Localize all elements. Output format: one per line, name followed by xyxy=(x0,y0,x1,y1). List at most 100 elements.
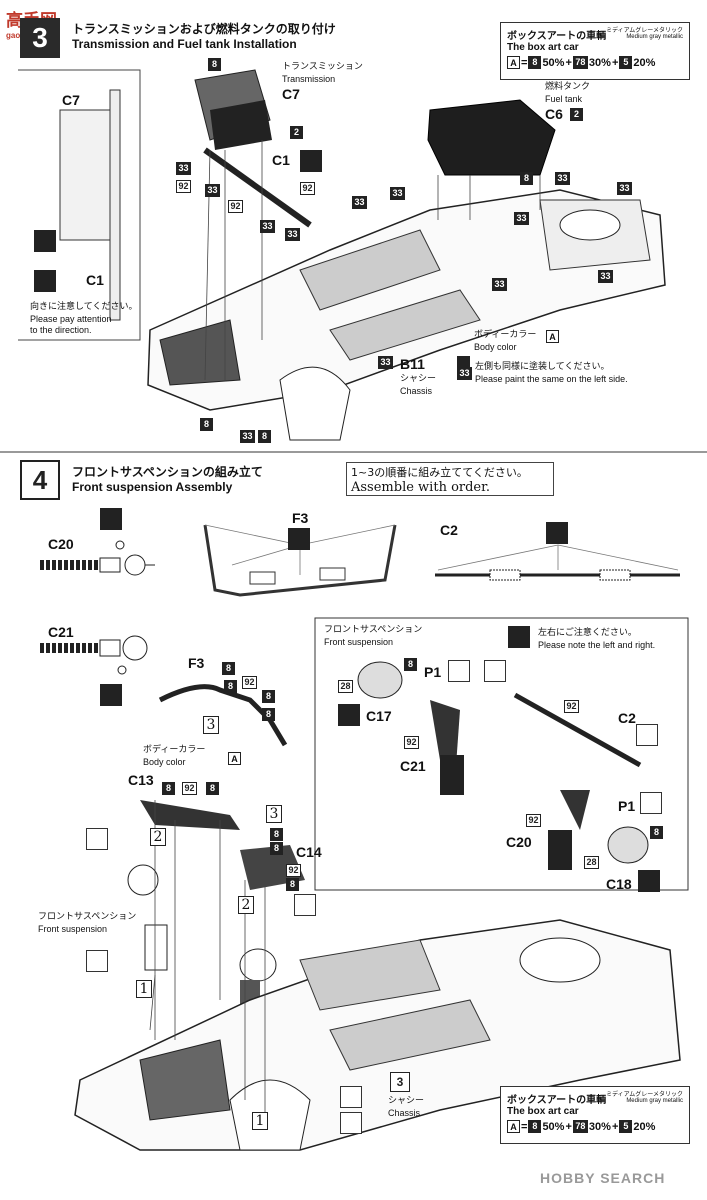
part-c6: C6 xyxy=(545,106,563,122)
fuel-tank-label-en: Fuel tank xyxy=(545,94,583,104)
color-code-78: 78 xyxy=(572,56,588,69)
code-33-c: 33 xyxy=(260,220,275,233)
box-art-note-jp-b: ミディアムグレーメタリック xyxy=(606,1091,684,1098)
paint-icon-c21 xyxy=(100,684,122,706)
part-c14: C14 xyxy=(296,844,322,860)
code-2-fuel-tank: 2 xyxy=(570,108,583,121)
no-cement-icon-b xyxy=(294,894,316,916)
box-art-note-en: Medium gray metallic xyxy=(626,34,683,40)
paint-icon-c2 xyxy=(546,522,568,544)
code-92-inset-b: 92 xyxy=(404,736,419,749)
chassis-label-en-step4: Chassis xyxy=(388,1108,421,1118)
formula-equals: = xyxy=(521,56,528,69)
step-3-title-jp: トランスミッションおよび燃料タンクの取り付け xyxy=(72,22,336,36)
code-8-c18: 8 xyxy=(650,826,663,839)
color-code-78-b: 78 xyxy=(572,1120,588,1133)
code-8-f3-a: 8 xyxy=(222,662,235,675)
code-8-transmission: 8 xyxy=(208,58,221,71)
left-side-note-jp: 左側も同様に塗装してください。 xyxy=(475,362,610,372)
part-c7-main: C7 xyxy=(282,86,300,102)
no-cement-icon-d xyxy=(484,660,506,682)
formula-pct-3-b: 20% xyxy=(633,1120,656,1133)
code-8-c13-b: 8 xyxy=(206,782,219,795)
direction-note-en-1: Please pay attention xyxy=(30,314,112,324)
body-color-en: Body color xyxy=(474,342,517,352)
part-b11: B11 xyxy=(400,356,425,372)
left-side-note-en: Please paint the same on the left side. xyxy=(475,374,628,384)
code-92-c: 92 xyxy=(300,182,315,195)
box-art-car-panel-bottom: ボックスアートの車輌 The box art car ミディアムグレーメタリック… xyxy=(500,1086,690,1144)
code-92-f3: 92 xyxy=(242,676,257,689)
part-c21-inset: C21 xyxy=(400,758,426,774)
code-33-i: 33 xyxy=(514,212,529,225)
code-92-inset-a: 92 xyxy=(564,700,579,713)
code-8-c14-b: 8 xyxy=(270,842,283,855)
paint-icon-c18 xyxy=(638,870,660,892)
code-8-c17: 8 xyxy=(404,658,417,671)
paint-icon-left-side xyxy=(457,356,470,369)
code-28-c17: 28 xyxy=(338,680,353,693)
code-2-transmission: 2 xyxy=(290,126,303,139)
part-f3-lower: F3 xyxy=(188,655,205,671)
part-c2-inset: C2 xyxy=(618,710,636,726)
no-cement-icon-a xyxy=(86,828,108,850)
code-33-b: 33 xyxy=(205,184,220,197)
code-8-bottom-a: 8 xyxy=(258,430,271,443)
attention-icon-lr xyxy=(508,626,530,648)
code-92-a: 92 xyxy=(176,180,191,193)
formula-plus-1-b: + xyxy=(565,1120,572,1133)
code-33-f: 33 xyxy=(390,187,405,200)
part-c1-main: C1 xyxy=(272,152,290,168)
front-susp-label-en: Front suspension xyxy=(38,924,108,934)
code-33-m: 33 xyxy=(457,367,472,380)
formula-pct-3: 20% xyxy=(633,56,656,69)
lr-note-en: Please note the left and right. xyxy=(538,640,656,650)
formula-pct-2-b: 30% xyxy=(588,1120,611,1133)
no-cement-icon-f xyxy=(640,792,662,814)
step-3-title-en: Transmission and Fuel tank Installation xyxy=(72,37,297,51)
paint-icon-inset xyxy=(34,230,56,252)
step-4-number: 4 xyxy=(20,460,60,500)
code-92-b: 92 xyxy=(228,200,243,213)
inset-title-en: Front suspension xyxy=(324,637,394,647)
order-step-1-b: 1 xyxy=(252,1112,268,1130)
code-33-n: 33 xyxy=(240,430,255,443)
lr-note-jp: 左右にご注意ください。 xyxy=(538,628,637,638)
part-c20: C20 xyxy=(48,536,74,552)
code-8-bottom-b: 8 xyxy=(200,418,213,431)
paint-icon-f3 xyxy=(288,528,310,550)
code-33-h: 33 xyxy=(617,182,632,195)
step-4-title-en: Front suspension Assembly xyxy=(72,480,233,494)
color-code-5-b: 5 xyxy=(619,1120,633,1133)
box-art-title-jp: ボックスアートの車輌 xyxy=(507,31,607,42)
code-8-f3-b: 8 xyxy=(224,680,237,693)
part-c2: C2 xyxy=(440,522,458,538)
fuel-tank-label-jp: 燃料タンク xyxy=(545,82,591,92)
formula-plus-2-b: + xyxy=(611,1120,619,1133)
transmission-label-jp: トランスミッション xyxy=(282,62,363,72)
code-33-d: 33 xyxy=(285,228,300,241)
part-c18: C18 xyxy=(606,876,632,892)
box-art-note-en-b: Medium gray metallic xyxy=(626,1098,683,1104)
code-33-l: 33 xyxy=(378,356,393,369)
body-color-en-step4: Body color xyxy=(143,757,186,767)
box-art-note-jp: ミディアムグレーメタリック xyxy=(606,27,684,34)
step-4-title-jp: フロントサスペンションの組み立て xyxy=(72,465,263,479)
no-cement-icon-h xyxy=(340,1112,362,1134)
no-cement-icon-e xyxy=(636,724,658,746)
no-cement-icon-p1a xyxy=(448,660,470,682)
part-c13: C13 xyxy=(128,772,154,788)
paint-icon-c17 xyxy=(338,704,360,726)
formula-pct-2: 30% xyxy=(588,56,611,69)
chassis-label-en: Chassis xyxy=(400,386,433,396)
part-c20-inset: C20 xyxy=(506,834,532,850)
code-33-e: 33 xyxy=(352,196,367,209)
code-28-c18: 28 xyxy=(584,856,599,869)
color-code-8-b: 8 xyxy=(528,1120,542,1133)
code-33-a: 33 xyxy=(176,162,191,175)
order-step-1-a: 1 xyxy=(136,980,152,998)
code-33-j: 33 xyxy=(598,270,613,283)
color-code-5: 5 xyxy=(619,56,633,69)
part-c21: C21 xyxy=(48,624,74,640)
